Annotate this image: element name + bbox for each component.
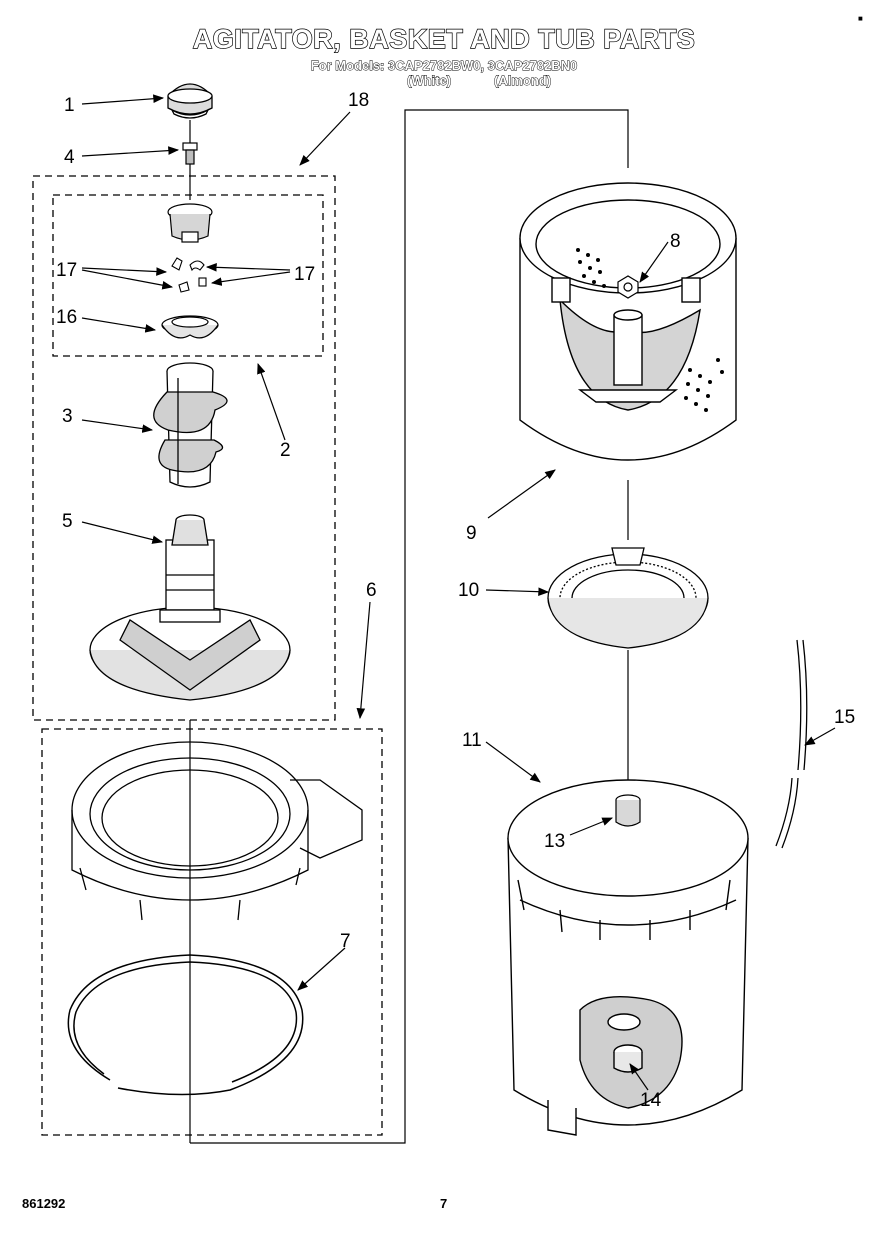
basket-nut-part [617,275,639,299]
callout-labels: 1 4 18 17 17 16 3 2 5 6 7 8 9 10 11 13 1… [56,90,855,1111]
models-line: For Models: 3CAP2782BW0, 3CAP2782BN0 [310,58,578,74]
color-almond-label: (Almond) [494,73,552,89]
tub-ring-box-6 [41,728,383,1136]
agitator-assembly-box-18 [32,175,336,721]
document-number: 861292 [22,1196,66,1211]
callout-5: 5 [62,511,73,532]
callout-17-left: 17 [56,260,77,281]
callout-4: 4 [64,147,75,168]
callout-17-right: 17 [294,264,315,285]
callout-2: 2 [280,440,291,461]
callout-8: 8 [670,231,681,252]
cam-kit-box-2 [52,194,324,357]
hub-part [547,547,709,649]
balance-ring-part [67,954,304,1096]
callout-13: 13 [544,831,565,852]
agitator-cap-part [167,83,213,119]
callout-3: 3 [62,406,73,427]
callout-7: 7 [340,931,351,952]
auger-part [153,362,228,488]
callout-15: 15 [834,707,855,728]
bolt-part [182,142,198,165]
wash-basket-part [519,182,737,461]
callout-11: 11 [462,730,482,751]
corner-mark: ■ [858,14,863,23]
callout-14: 14 [640,1090,662,1111]
agitator-base-part [89,514,291,701]
cam-plate-part-16 [161,315,219,339]
callout-9: 9 [466,523,477,544]
hose-part [775,639,808,849]
callout-6: 6 [366,580,377,601]
callout-10: 10 [458,580,479,601]
color-white-label: (White) [407,73,452,89]
tub-ring-part [71,741,363,921]
page-title: AGITATOR, BASKET AND TUB PARTS [192,23,696,54]
tub-seal-part [615,794,641,827]
cam-part [167,203,213,243]
callout-1: 1 [64,95,75,116]
page-number: 7 [440,1196,448,1211]
dogs-part-17 [171,257,207,293]
callout-16: 16 [56,307,77,328]
callout-18: 18 [348,90,369,111]
